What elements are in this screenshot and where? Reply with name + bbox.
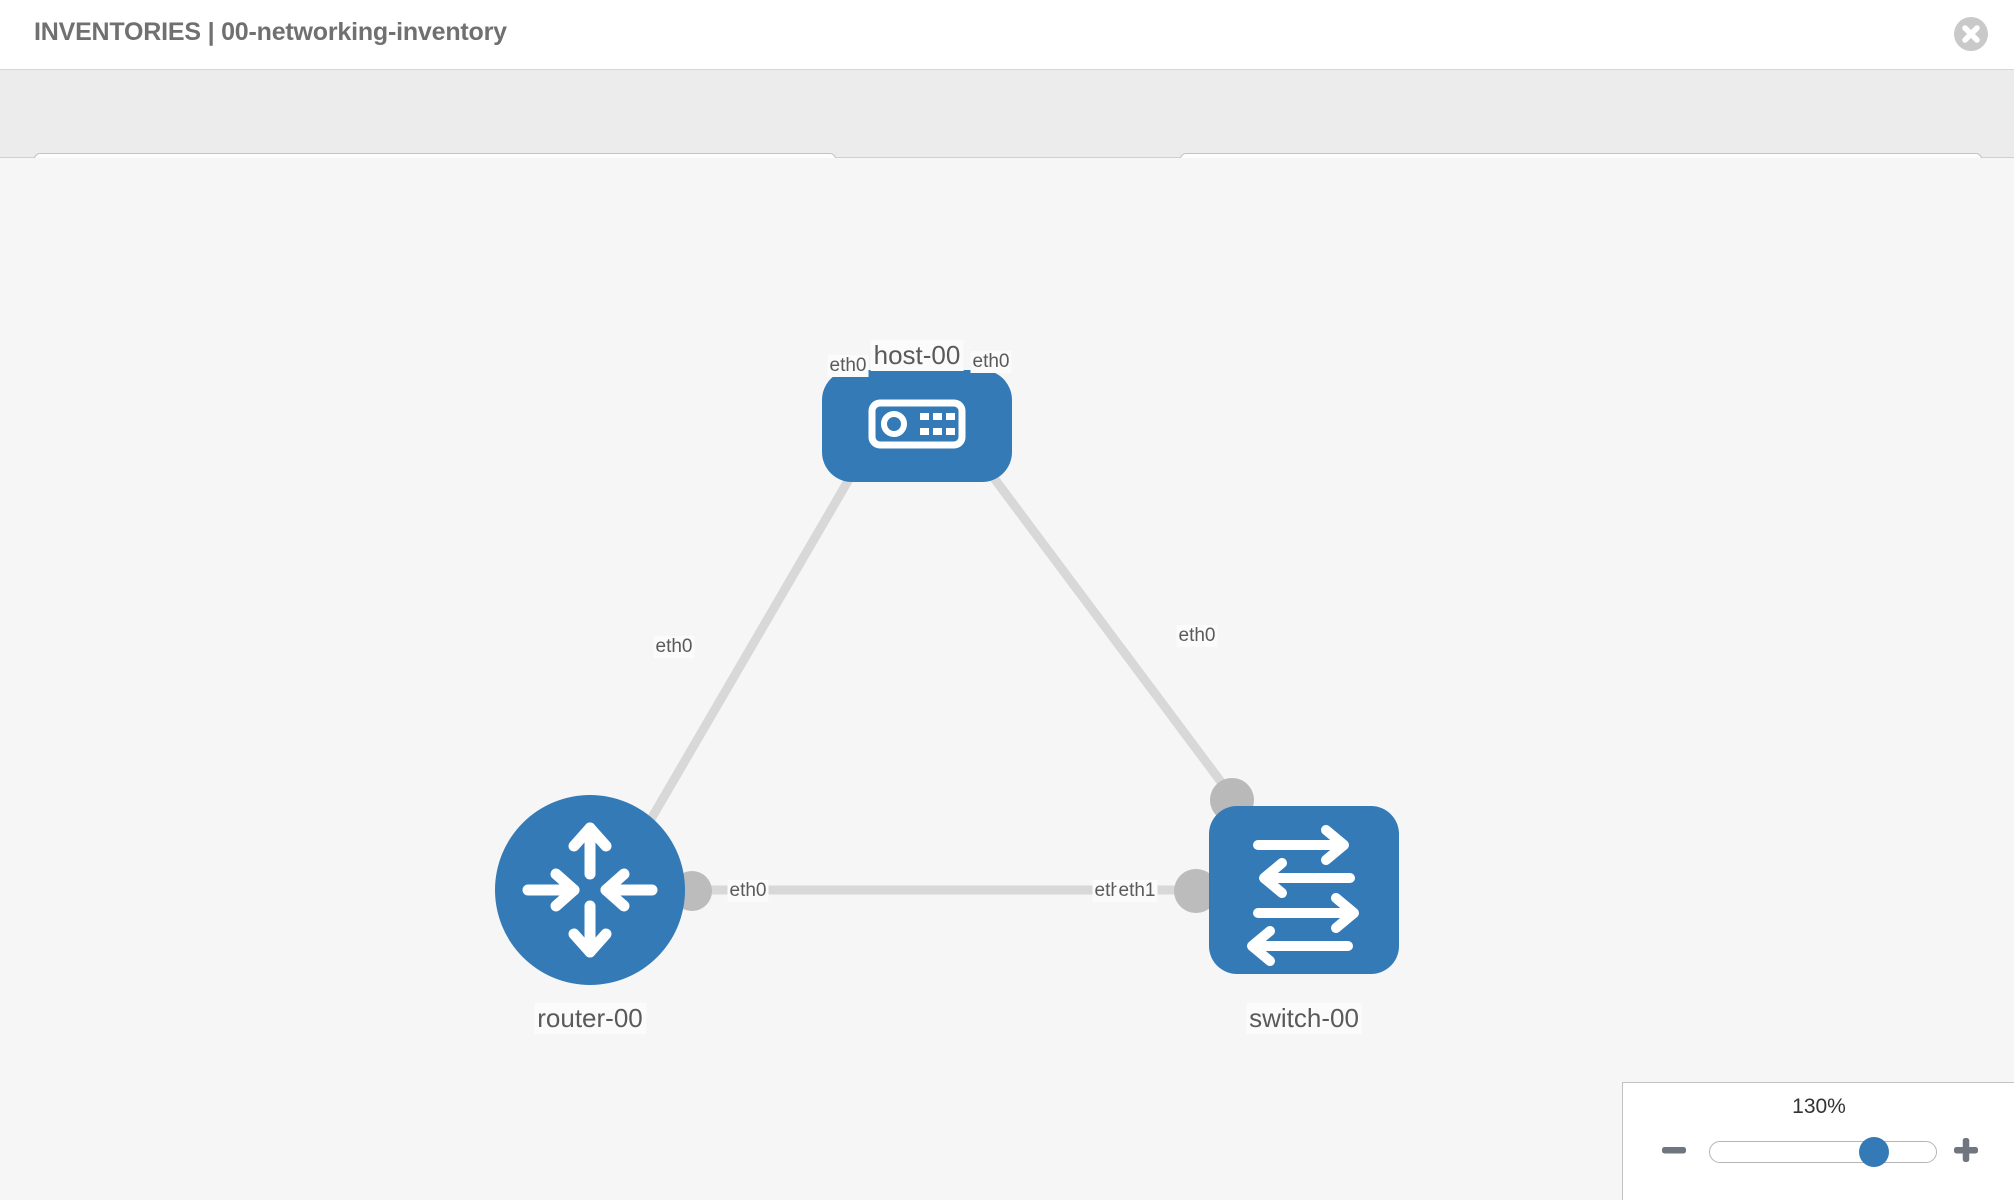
iface-label-switch-eth0-uplink: eth0 <box>1176 625 1218 647</box>
node-host-00[interactable] <box>822 370 1012 482</box>
node-label-switch-00: switch-00 <box>1246 1003 1362 1034</box>
switch-arrows-icon <box>1247 825 1359 966</box>
zoom-control-panel: 130% <box>1622 1082 2014 1200</box>
iface-label-router-eth0: eth0 <box>727 880 769 902</box>
topology-canvas[interactable]: host-00 router-00 switch-00 eth0 eth0 et… <box>0 158 2014 1200</box>
iface-label-router-eth0-uplink: eth0 <box>653 636 695 658</box>
iface-label-host-eth0-right: eth0 <box>970 351 1012 373</box>
iface-label-host-eth0-left: eth0 <box>827 355 869 377</box>
edge-host-router[interactable] <box>636 423 884 841</box>
page-title: INVENTORIES | 00-networking-inventory <box>34 18 507 46</box>
edge-host-switch[interactable] <box>951 423 1252 821</box>
connector-switch-eth1[interactable] <box>1174 869 1218 913</box>
iface-label-switch-eth1: eth1 <box>1116 880 1158 902</box>
node-label-router-00: router-00 <box>534 1003 646 1034</box>
minus-icon[interactable] <box>1659 1135 1689 1165</box>
router-arrows-icon <box>522 822 658 958</box>
node-switch-00[interactable] <box>1209 806 1399 974</box>
zoom-slider[interactable] <box>1709 1141 1937 1163</box>
close-icon[interactable] <box>1954 17 1988 51</box>
page-header: INVENTORIES | 00-networking-inventory <box>0 0 2014 70</box>
node-router-00[interactable] <box>495 795 685 985</box>
topology-graph <box>495 370 1399 985</box>
server-icon <box>868 399 966 449</box>
zoom-level-value: 130% <box>1792 1095 1846 1118</box>
zoom-slider-thumb[interactable] <box>1859 1137 1889 1167</box>
node-label-host-00: host-00 <box>870 340 964 371</box>
plus-icon[interactable] <box>1951 1135 1981 1165</box>
toolbar: ACTIONS SEARCH <box>0 70 2014 207</box>
